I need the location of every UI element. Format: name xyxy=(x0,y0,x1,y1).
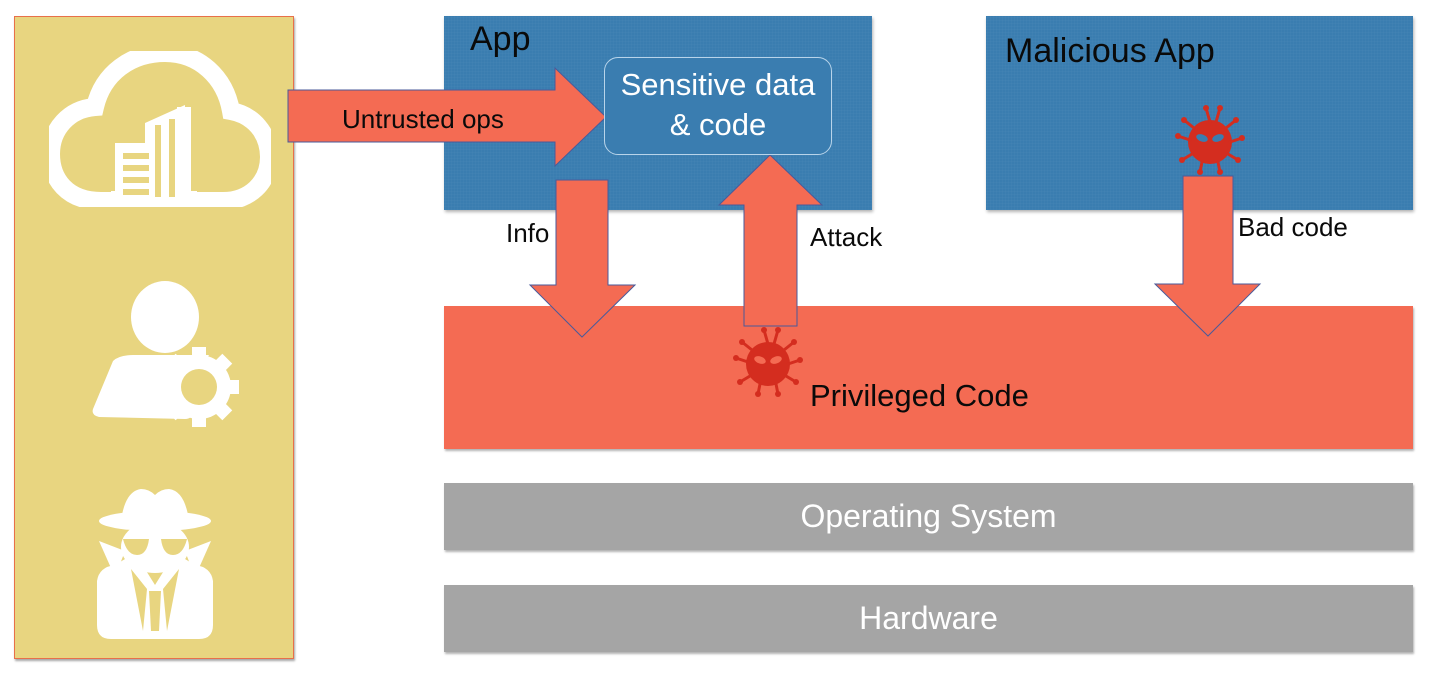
untrusted-ops-label: Untrusted ops xyxy=(342,104,504,134)
hardware-layer: Hardware xyxy=(444,585,1413,652)
sensitive-data-line1: Sensitive data xyxy=(620,67,816,102)
virus-icon xyxy=(733,327,803,397)
operating-system-layer: Operating System xyxy=(444,483,1413,550)
operating-system-label: Operating System xyxy=(800,498,1057,534)
attack-arrow xyxy=(717,154,824,327)
bad-code-label: Bad code xyxy=(1238,212,1348,242)
cloud-building-icon xyxy=(49,51,271,207)
sensitive-data-box: Sensitive data & code xyxy=(604,57,832,155)
bad-code-arrow xyxy=(1153,175,1262,337)
privileged-code-label: Privileged Code xyxy=(810,378,1029,413)
hardware-label: Hardware xyxy=(859,600,998,636)
privileged-code-layer xyxy=(444,306,1413,449)
actors-panel xyxy=(14,16,294,659)
malicious-app-title: Malicious App xyxy=(1005,32,1215,70)
user-gear-icon xyxy=(92,281,239,427)
sensitive-data-line2: & code xyxy=(669,107,767,142)
attack-label: Attack xyxy=(810,222,883,252)
info-arrow xyxy=(528,179,637,338)
info-label: Info xyxy=(506,218,550,248)
virus-icon xyxy=(1175,105,1245,175)
app-title: App xyxy=(470,20,531,58)
spy-icon xyxy=(97,489,213,639)
untrusted-ops-arrow xyxy=(287,66,607,168)
